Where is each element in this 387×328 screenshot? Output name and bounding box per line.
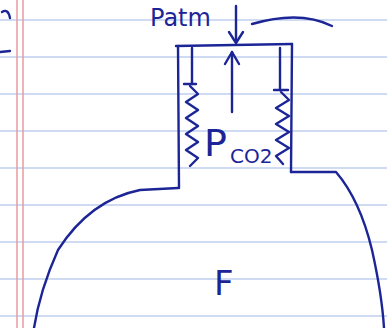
pressure-label: P: [204, 124, 227, 162]
piston-sketch: [0, 6, 384, 328]
subscript-label: CO2: [230, 146, 272, 166]
margin-line: [17, 0, 23, 328]
force-label: F: [214, 266, 234, 300]
ruled-lines: [0, 20, 387, 316]
pressure-label: Patm: [150, 6, 211, 30]
